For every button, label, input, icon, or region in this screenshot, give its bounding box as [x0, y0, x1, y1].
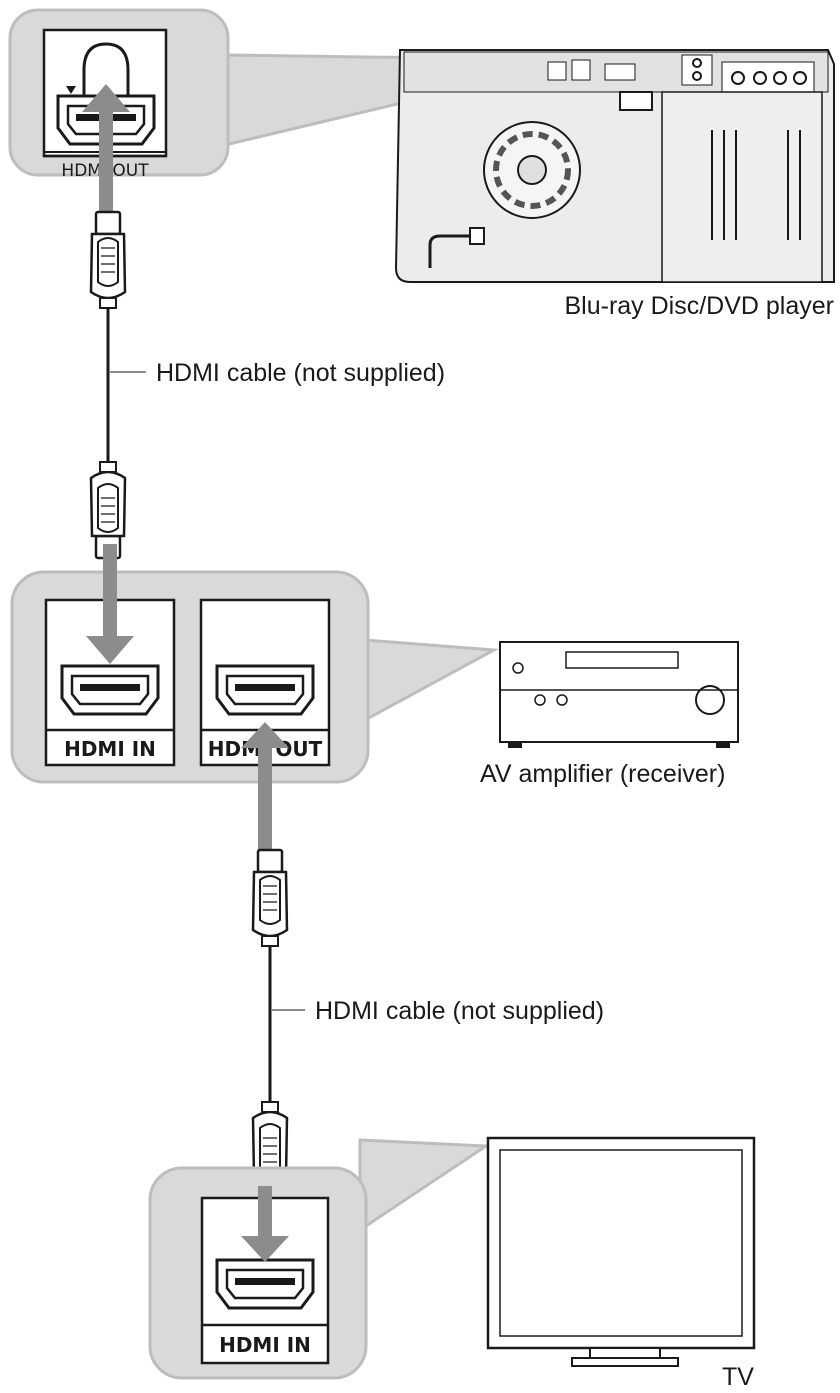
arrow-down-to-tv-in — [241, 1186, 289, 1262]
hdmi-plug-icon — [89, 460, 127, 560]
tv-callout-pointer — [358, 1138, 491, 1233]
player-caption: Blu-ray Disc/DVD player — [564, 292, 834, 320]
hdmi-plug-icon — [251, 848, 289, 948]
amp-display-icon — [565, 651, 679, 669]
arrow-up-from-amp-out — [241, 722, 289, 850]
lower-cable-caption: HDMI cable (not supplied) — [315, 997, 604, 1025]
upper-hdmi-cable — [89, 210, 146, 560]
arrow-up-to-player — [82, 84, 130, 212]
tv-set — [486, 1136, 756, 1367]
bluray-player — [394, 49, 835, 283]
amp-in-label: HDMI IN — [64, 737, 156, 761]
av-amplifier — [499, 641, 739, 748]
tv-callout: HDMI IN — [148, 1138, 491, 1380]
amp-hdmi-in-port[interactable] — [60, 664, 160, 716]
amplifier-caption: AV amplifier (receiver) — [480, 760, 725, 788]
upper-cable-caption: HDMI cable (not supplied) — [156, 359, 445, 387]
amplifier-callout: HDMI IN HDMI OUT — [10, 570, 500, 784]
arrow-down-to-amp-in — [86, 544, 134, 664]
tv-caption: TV — [722, 1363, 754, 1391]
amp-hdmi-out-port[interactable] — [215, 664, 315, 716]
tv-hdmi-in-port[interactable] — [215, 1258, 315, 1310]
volume-knob-icon — [695, 685, 725, 715]
amp-callout-pointer — [363, 638, 500, 723]
triangle-marker-icon — [66, 86, 76, 94]
hdmi-plug-icon — [89, 210, 127, 310]
tv-screen — [499, 1149, 743, 1337]
tv-in-label: HDMI IN — [219, 1333, 311, 1357]
lower-hdmi-cable — [251, 848, 305, 1200]
